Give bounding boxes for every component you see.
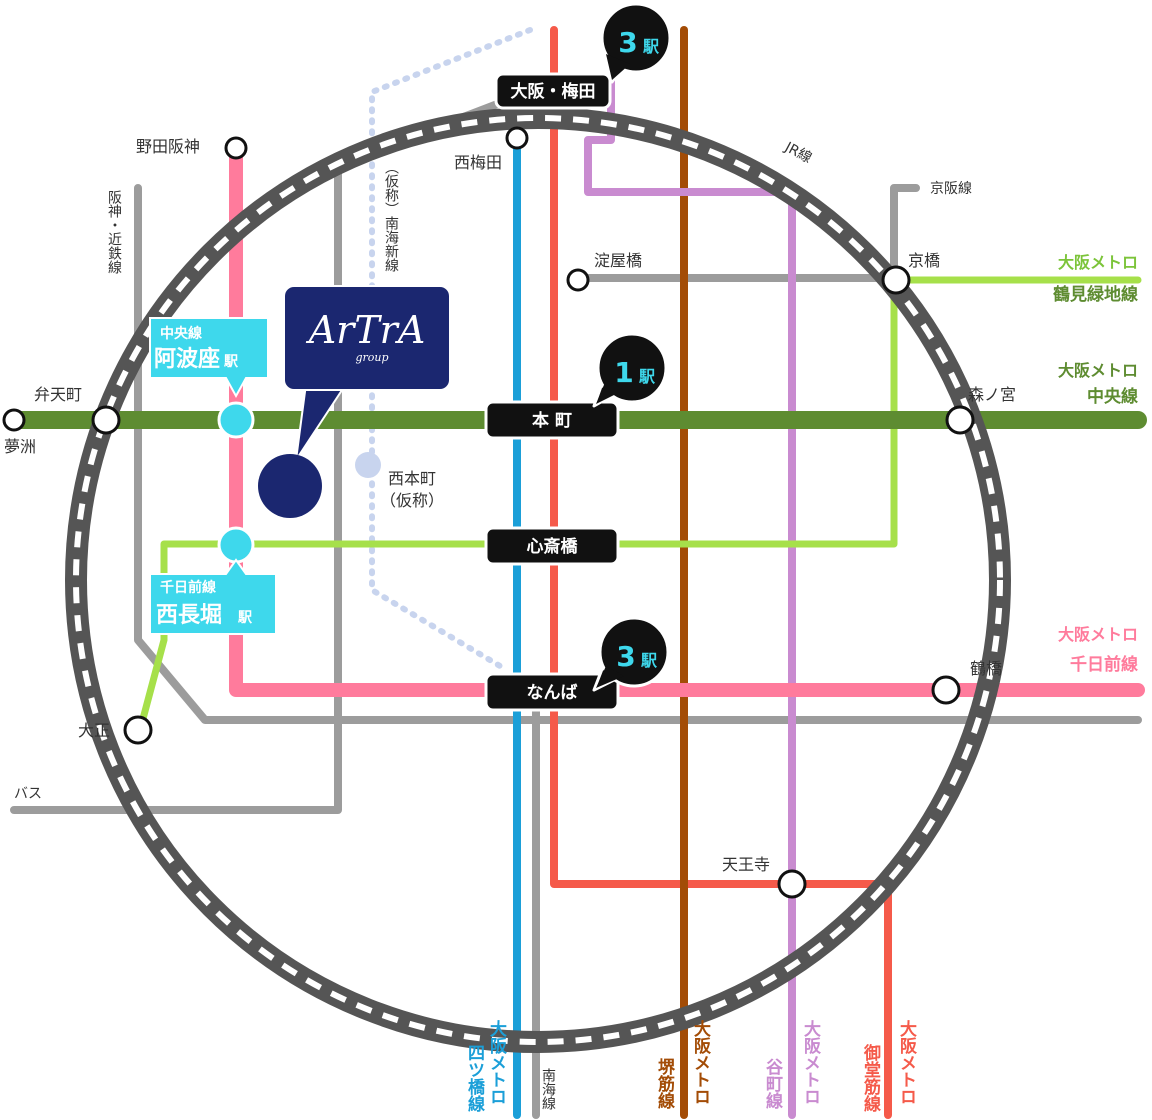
right-legends: 大阪メトロ 鶴見緑地線 大阪メトロ 中央線 大阪メトロ 千日前線: [1053, 253, 1138, 675]
nishinagahori-station-marker[interactable]: [217, 526, 255, 564]
nishihommachi-label-2: （仮称）: [380, 491, 444, 510]
sennichi-legend-top: 大阪メトロ: [1058, 625, 1138, 644]
yodoyabashi-label: 淀屋橋: [594, 251, 642, 270]
yotsubashi-legend-a: 大阪メトロ: [486, 1019, 507, 1105]
shinsaibashi-tag[interactable]: 心斎橋: [484, 526, 620, 566]
nishi-umeda-label: 西梅田: [454, 153, 502, 172]
sennichi-legend-name: 千日前線: [1070, 654, 1138, 675]
tsuruhashi-label: 鶴橋: [970, 659, 1002, 678]
awaza-label[interactable]: 中央線 阿波座 駅: [149, 317, 269, 399]
svg-text:3: 3: [616, 640, 635, 673]
highlight-stations: [217, 401, 381, 564]
callouts: 3 駅 1 駅 3 駅: [592, 2, 672, 692]
svg-text:駅: 駅: [642, 37, 660, 56]
nishinagahori-label[interactable]: 千日前線 西長堀 駅: [149, 558, 277, 635]
yumeshima-station-marker[interactable]: [2, 408, 26, 432]
namba-callout: 3 駅: [592, 616, 670, 692]
tanimachi-line: [584, 76, 796, 1119]
midosuji-line: [550, 26, 892, 1119]
keihan-line-label: 京阪線: [930, 181, 972, 197]
svg-text:駅: 駅: [640, 651, 658, 670]
station-markers: [2, 126, 975, 899]
svg-text:心斎橋: 心斎橋: [527, 536, 579, 557]
umeda-tag[interactable]: 大阪・梅田: [494, 72, 612, 110]
taisho-label: 大正: [78, 721, 110, 740]
svg-text:駅: 駅: [238, 610, 253, 626]
main-station-tags: 大阪・梅田 本 町 心斎橋 なんば: [484, 72, 620, 712]
jr-line-label: JR線: [781, 139, 814, 167]
midosuji-legend-b: 御堂筋線: [860, 1043, 882, 1113]
svg-text:阿波座: 阿波座: [154, 346, 220, 372]
yumeshima-label: 夢洲: [4, 437, 36, 456]
nishi-umeda-station-marker[interactable]: [505, 126, 529, 150]
taisho-station-marker[interactable]: [123, 715, 153, 745]
nishihommachi-label-1: 西本町: [388, 469, 436, 488]
nishihommachi-station-marker[interactable]: [355, 452, 381, 478]
line-labels: JR線 京阪線 バス 阪神・近鉄線 （仮称）南海新線 南海線: [14, 139, 972, 1110]
svg-text:西長堀: 西長堀: [156, 603, 222, 628]
artra-logo-box[interactable]: [283, 285, 451, 391]
tennoji-label: 天王寺: [722, 855, 770, 874]
morinomiya-station-marker[interactable]: [945, 405, 975, 435]
namba-tag[interactable]: なんば: [484, 672, 620, 712]
hanshin-kintetsu-label: 阪神・近鉄線: [106, 190, 122, 274]
midosuji-legend-a: 大阪メトロ: [896, 1019, 917, 1105]
svg-text:千日前線: 千日前線: [160, 579, 216, 596]
svg-text:駅: 駅: [638, 367, 656, 386]
svg-text:なんば: なんば: [527, 683, 578, 703]
tsurumi-legend-name: 鶴見緑地線: [1053, 284, 1138, 305]
umeda-callout: 3 駅: [600, 2, 672, 84]
svg-text:中央線: 中央線: [160, 325, 202, 342]
svg-text:3: 3: [618, 26, 637, 59]
noda-hanshin-label: 野田阪神: [136, 137, 200, 156]
station-labels: 野田阪神 西梅田 淀屋橋 京橋 森ノ宮 鶴橋 天王寺 大正 弁天町 夢洲 西本町…: [4, 137, 1016, 874]
bentencho-label: 弁天町: [34, 385, 82, 404]
bottom-legends: 大阪メトロ 四ツ橋線 大阪メトロ 堺筋線 大阪メトロ 谷町線 大阪メトロ 御堂筋…: [464, 1019, 917, 1113]
tsurumi-legend-top: 大阪メトロ: [1058, 253, 1138, 272]
sakaisuji-legend-b: 堺筋線: [654, 1057, 676, 1110]
hommachi-callout: 1 駅: [592, 332, 668, 408]
tanimachi-legend-b: 谷町線: [762, 1058, 783, 1110]
vertical-lines: [513, 26, 892, 1119]
tennoji-station-marker[interactable]: [777, 869, 807, 899]
hommachi-tag[interactable]: 本 町: [484, 400, 620, 440]
nankai-label: 南海線: [540, 1068, 556, 1110]
bus-line-label: バス: [14, 786, 42, 802]
keihan-line: [890, 184, 920, 282]
svg-text:大阪・梅田: 大阪・梅田: [511, 81, 596, 102]
bentencho-station-marker[interactable]: [91, 405, 121, 435]
yodoyabashi-station-marker[interactable]: [566, 268, 590, 292]
kyobashi-label: 京橋: [908, 251, 940, 270]
noda-hanshin-station-marker[interactable]: [224, 136, 248, 160]
awaza-station-marker[interactable]: [217, 401, 255, 439]
morinomiya-label: 森ノ宮: [968, 385, 1016, 404]
sakaisuji-legend-a: 大阪メトロ: [690, 1019, 711, 1105]
svg-text:駅: 駅: [224, 354, 239, 370]
artra-logo-sub: group: [355, 351, 388, 364]
artra-logo-text: ArTrA: [306, 308, 426, 352]
chuo-legend-name: 中央線: [1087, 386, 1138, 407]
yotsubashi-legend-b: 四ツ橋線: [464, 1044, 485, 1113]
chuo-legend-top: 大阪メトロ: [1058, 361, 1138, 380]
nankai-new-label: （仮称）南海新線: [383, 160, 399, 272]
kyobashi-station-marker[interactable]: [881, 265, 911, 295]
artra-location: ArTrA group: [258, 285, 451, 518]
svg-text:1: 1: [614, 356, 633, 389]
tsuruhashi-station-marker[interactable]: [931, 675, 961, 705]
jr-loop-dashes: [73, 115, 1003, 1045]
tanimachi-legend-a: 大阪メトロ: [800, 1019, 821, 1105]
artra-location-dot[interactable]: [258, 454, 322, 518]
svg-text:本 町: 本 町: [532, 410, 572, 431]
